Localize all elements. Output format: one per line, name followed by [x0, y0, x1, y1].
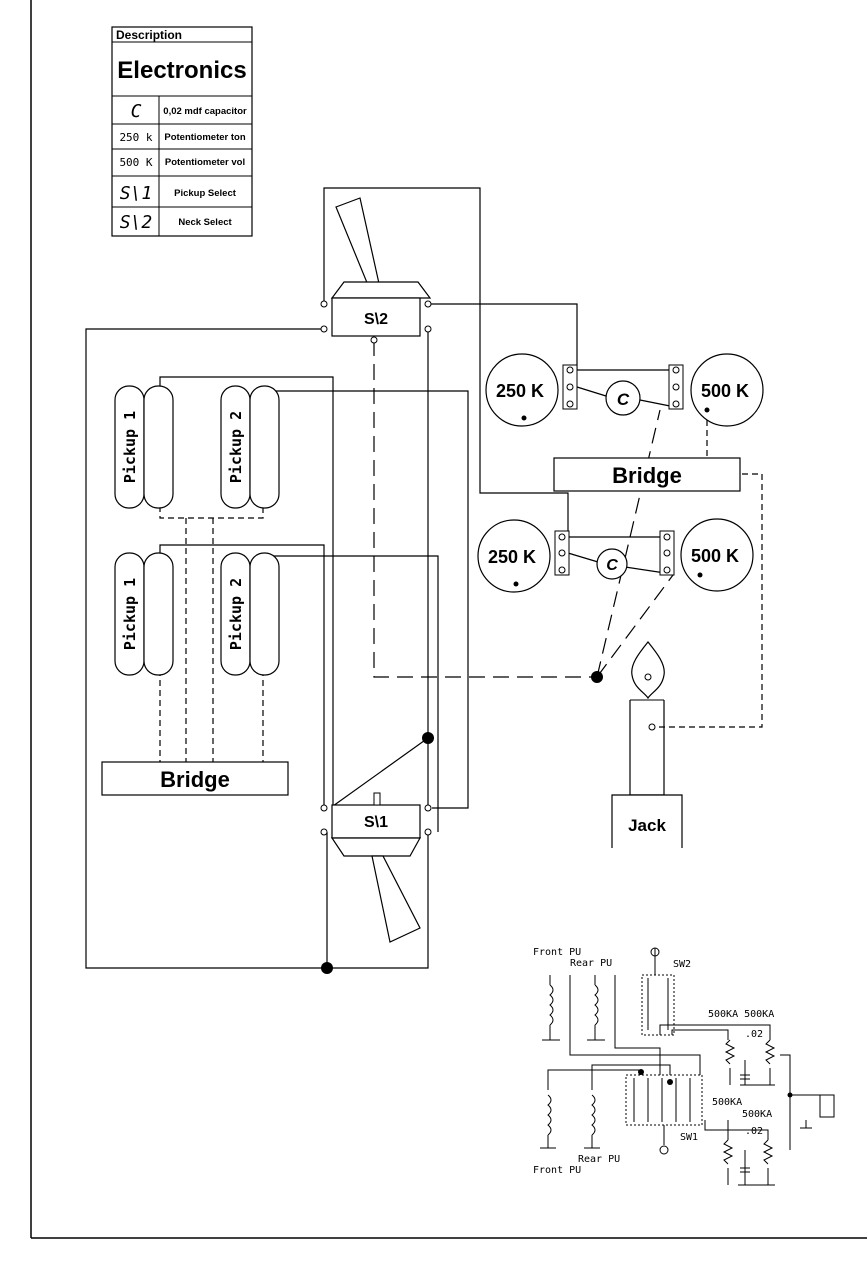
bridge-pickup-1: Pickup 1: [114, 552, 174, 676]
legend-symbol-pickup-select: S\1: [120, 183, 153, 204]
ground-dashed-wires: [373, 340, 674, 678]
legend-symbol-capacitor: C: [131, 101, 142, 122]
tone-pot-bottom: 250 K: [477, 519, 570, 593]
legend-text-neck-select: Neck Select: [178, 217, 232, 228]
legend-text-pickup-select: Pickup Select: [174, 188, 237, 199]
schematic-front-pu-bottom: Front PU: [533, 1165, 581, 1176]
neck-select-switch-label: S\2: [364, 311, 388, 328]
dashed-wires: [159, 410, 763, 762]
output-jack: Jack: [611, 641, 683, 848]
capacitor-top-label: C: [617, 390, 630, 409]
tone-pot-bottom-label: 250 K: [488, 547, 536, 567]
volume-pot-top-label: 500 K: [701, 381, 749, 401]
solid-wires: [85, 187, 676, 969]
schematic-pots-top-label: 500KA 500KA: [708, 1009, 774, 1020]
junction-dot: [422, 732, 434, 744]
schematic-rear-pu-bottom: Rear PU: [578, 1154, 620, 1165]
legend-table: Description Electronics C 0,02 mdf capac…: [111, 26, 253, 237]
bridge-right: Bridge: [553, 457, 741, 492]
neck-select-switch: S\2: [320, 197, 432, 344]
tone-pot-top: 250 K: [485, 353, 578, 427]
schematic-cap-top-label: .02: [745, 1029, 763, 1040]
volume-pot-bottom-label: 500 K: [691, 546, 739, 566]
mini-schematic: Front PU Rear PU SW2 500KA 500KA .02 500…: [533, 947, 835, 1186]
bridge-pickup-1-label: Pickup 1: [121, 578, 139, 650]
bridge-right-label: Bridge: [612, 463, 682, 488]
bridge-left-label: Bridge: [160, 767, 230, 792]
schematic-rear-pu-top: Rear PU: [570, 958, 612, 969]
legend-text-volume-pot: Potentiometer vol: [165, 157, 245, 168]
legend-text-tone-pot: Potentiometer ton: [164, 132, 245, 143]
schematic-sw1-label: SW1: [680, 1132, 698, 1143]
neck-pickup-2: Pickup 2: [220, 385, 280, 509]
legend-symbol-tone-pot: 250 k: [119, 131, 152, 144]
schematic-cap-bottom-label: .02: [745, 1126, 763, 1137]
capacitor-bottom-label: C: [606, 557, 618, 574]
schematic-sw2-label: SW2: [673, 959, 691, 970]
legend-symbol-volume-pot: 500 K: [119, 156, 152, 169]
schematic-pot-mid-2-label: 500KA: [742, 1109, 772, 1120]
volume-pot-bottom: 500 K: [659, 518, 754, 592]
neck-pickup-1: Pickup 1: [114, 385, 174, 509]
junction-dot: [591, 671, 603, 683]
volume-pot-top: 500 K: [668, 353, 764, 427]
schematic-pot-mid-1-label: 500KA: [712, 1097, 742, 1108]
neck-pickup-2-label: Pickup 2: [227, 411, 245, 483]
bridge-pickup-2: Pickup 2: [220, 552, 280, 676]
legend-symbol-neck-select: S\2: [120, 212, 153, 233]
capacitor-top: C: [605, 380, 641, 416]
neck-pickup-1-label: Pickup 1: [121, 411, 139, 483]
bridge-left: Bridge: [101, 761, 289, 796]
legend-title: Electronics: [117, 57, 246, 84]
tone-pot-top-label: 250 K: [496, 381, 544, 401]
jack-label: Jack: [628, 816, 666, 835]
pickup-select-switch: S\1: [320, 792, 432, 943]
bridge-pickup-2-label: Pickup 2: [227, 578, 245, 650]
capacitor-bottom: C: [596, 548, 628, 580]
legend-text-capacitor: 0,02 mdf capacitor: [163, 106, 247, 117]
schematic-front-pu-top: Front PU: [533, 947, 581, 958]
junction-dot: [321, 962, 333, 974]
legend-header: Description: [116, 28, 182, 42]
pickup-select-switch-label: S\1: [364, 814, 388, 831]
